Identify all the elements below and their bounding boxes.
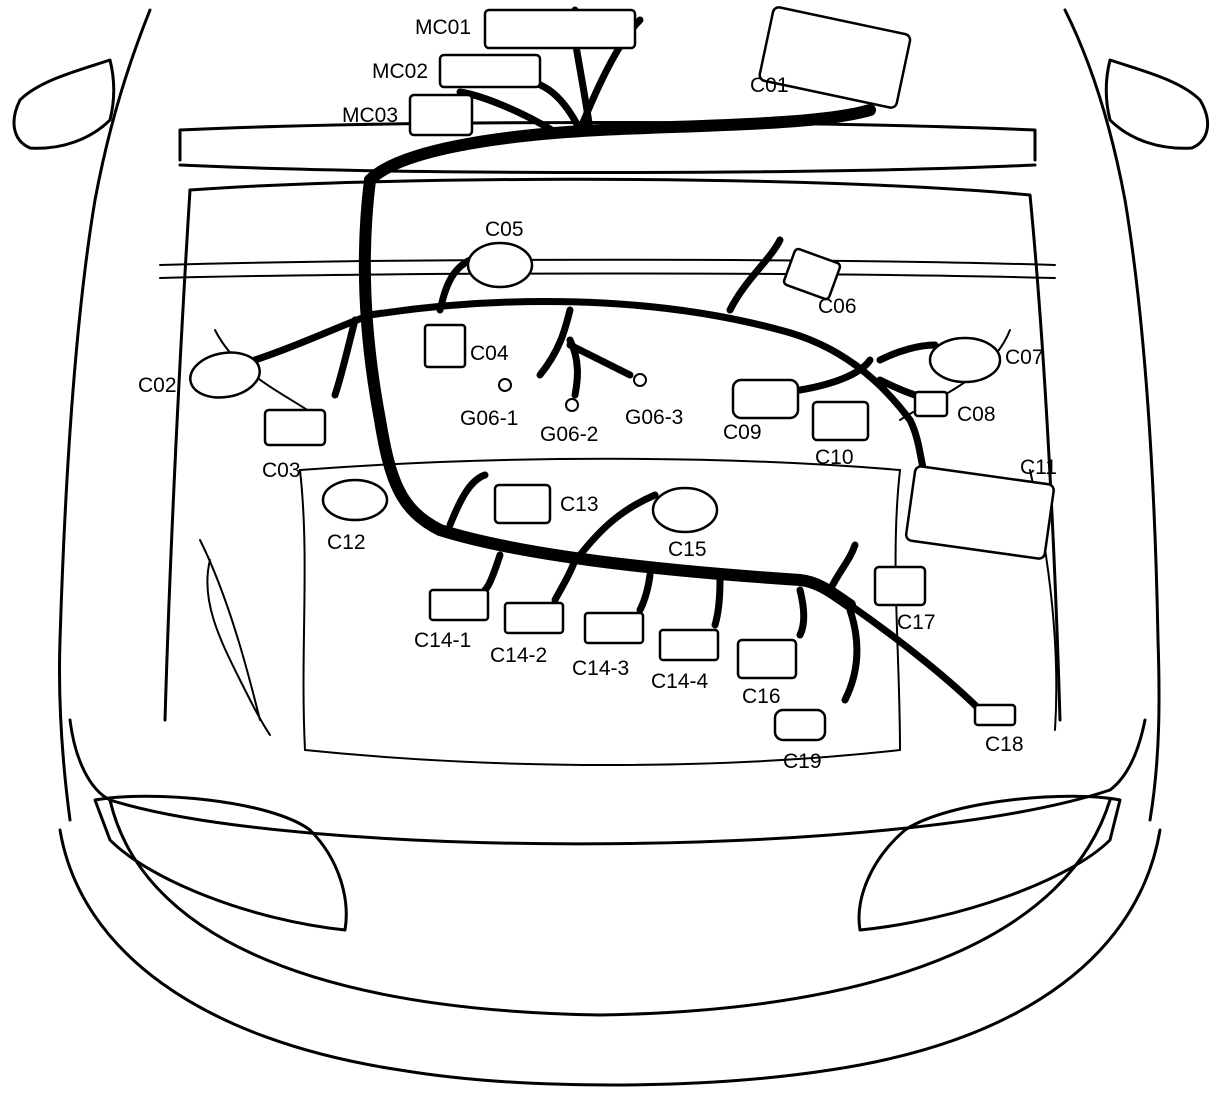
label-c12: C12 [327,531,366,554]
label-c09: C09 [723,421,762,444]
label-c11: C11 [1020,456,1057,479]
wiring-harness [251,6,984,714]
c03-connector-shape [263,408,327,447]
label-c16: C16 [742,685,781,708]
c07-connector-shape [928,336,1002,384]
c11-connector-shape [904,465,1055,560]
label-g06-1: G06-1 [460,407,518,430]
car-body-outline [12,8,1209,1087]
c14-1-connector-shape [428,588,490,622]
label-mc02: MC02 [372,60,428,83]
label-c14-4: C14-4 [651,670,709,693]
label-c14-2: C14-2 [490,644,547,667]
mc01-connector-shape [483,8,637,50]
connector-labels: MC01 MC02 MC03 C01 C02 C03 C04 C05 C06 C… [138,16,1057,773]
c14-2-connector-shape [503,601,565,635]
label-c13: C13 [560,493,599,516]
c15-connector-shape [651,486,719,534]
label-mc03: MC03 [342,104,398,127]
connectors [189,6,1055,742]
c08-connector-shape [913,390,949,418]
c16-connector-shape [736,638,798,680]
c10-connector-shape [811,400,870,442]
c19-connector-shape [773,708,827,742]
g06-1-ring-terminal [498,378,512,392]
c09-connector-shape [731,378,800,420]
label-c15: C15 [668,538,707,561]
label-c01: C01 [750,74,789,97]
c12-connector-shape [321,478,389,522]
g06-3-ring-terminal [633,373,647,387]
label-c07: C07 [1005,346,1044,369]
label-c14-3: C14-3 [572,657,629,680]
c13-connector-shape [493,483,552,525]
label-c06: C06 [818,295,857,318]
label-c05: C05 [485,218,524,241]
c02-connector-shape [189,351,261,399]
c01-connector-shape [758,6,912,109]
label-g06-3: G06-3 [625,406,683,429]
mc03-connector-shape [408,93,474,137]
c05-connector-shape [466,241,534,289]
c18-connector-shape [973,703,1017,727]
label-c08: C08 [957,403,996,426]
c14-3-connector-shape [583,611,645,645]
label-c04: C04 [470,342,509,365]
label-c14-1: C14-1 [414,629,471,652]
label-c03: C03 [262,459,301,482]
c04-connector-shape [423,323,467,369]
label-mc01: MC01 [415,16,471,39]
label-c17: C17 [897,611,936,634]
label-g06-2: G06-2 [540,423,598,446]
label-c02: C02 [138,374,177,397]
label-c18: C18 [985,733,1024,756]
c14-4-connector-shape [658,628,720,662]
c06-connector-shape [782,247,842,301]
label-c19: C19 [783,750,822,773]
label-c10: C10 [815,446,854,469]
c17-connector-shape [873,565,927,607]
g06-2-ring-terminal [565,398,579,412]
mc02-connector-shape [438,53,542,89]
